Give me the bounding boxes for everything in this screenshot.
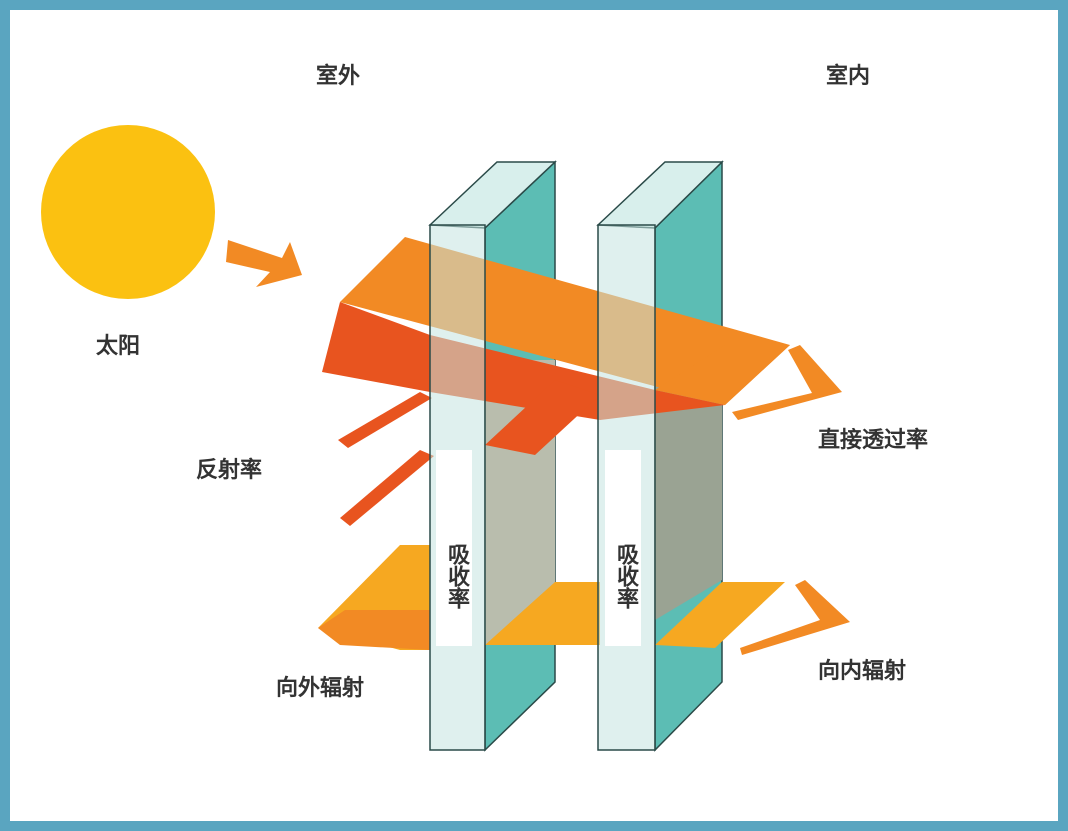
diagram-frame: 室外 室内 太阳 反射率 直接透过率 向外辐射 向内辐射 吸收率 吸收率	[10, 10, 1058, 821]
direct-transmittance-label: 直接透过率	[818, 428, 929, 453]
outward-radiation-label: 向外辐射	[276, 676, 365, 701]
inward-radiation-slab	[655, 582, 785, 648]
gap-shadow-right	[655, 360, 722, 620]
transmitted-arrow	[732, 345, 842, 420]
incoming-arrow	[226, 240, 302, 287]
glass-diagram-svg	[41, 125, 850, 752]
transmitted-beam	[655, 345, 790, 405]
reflectance-label: 反射率	[196, 458, 263, 483]
sun-shape	[41, 125, 215, 299]
absorptance-label-right: 吸收率	[605, 450, 641, 646]
outdoor-label: 室外	[316, 64, 361, 89]
outward-radiation-front	[318, 610, 430, 650]
middle-radiation-slab	[485, 582, 600, 645]
sun-label: 太阳	[96, 334, 141, 359]
reflected-beam-1	[338, 392, 432, 448]
absorptance-label-left: 吸收率	[436, 450, 472, 646]
inward-radiation-label: 向内辐射	[818, 659, 907, 684]
indoor-label: 室内	[826, 64, 871, 89]
reflected-beam-3	[485, 380, 600, 455]
reflected-beam-2	[340, 450, 434, 526]
inward-radiation-arrow	[740, 580, 850, 655]
